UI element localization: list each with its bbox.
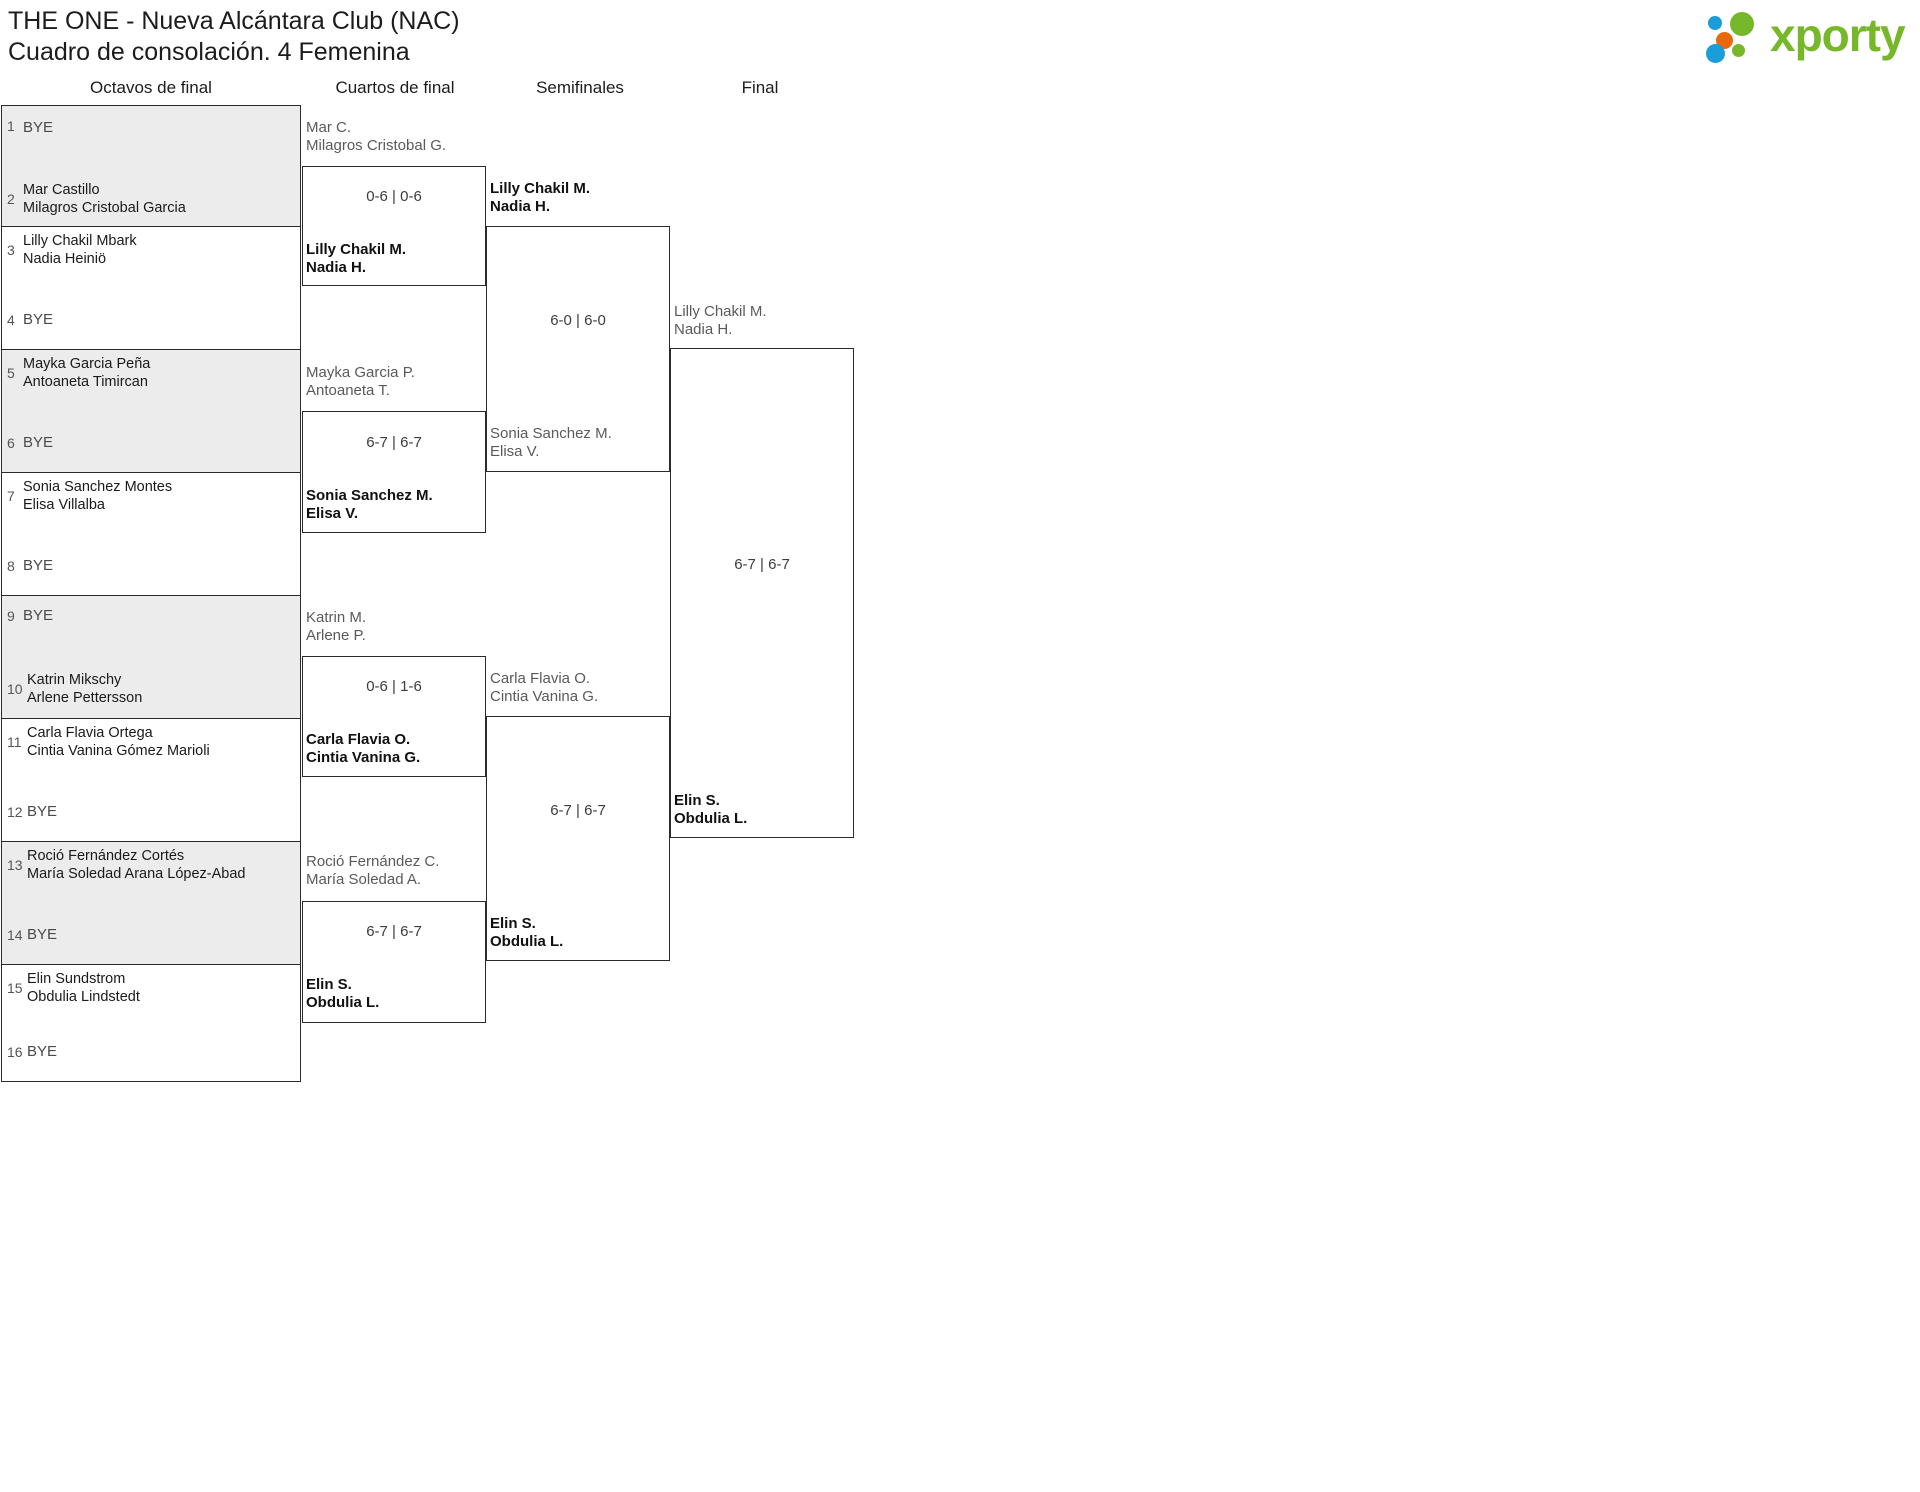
- r1-slot-seed-5[interactable]: 5 Mayka Garcia Peña Antoaneta Timircan: [2, 350, 302, 400]
- seed-number: 11: [7, 734, 22, 750]
- qf1-bottom-player[interactable]: Lilly Chakil M. Nadia H.: [306, 241, 407, 276]
- r1-slot-seed-8[interactable]: 8 BYE: [2, 546, 302, 596]
- round-1-column: 1 BYE 2 Mar Castillo Milagros Cristobal …: [1, 105, 301, 1082]
- player-names: Mar Castillo Milagros Cristobal Garcia: [23, 182, 186, 216]
- qf1-score: 0-6 | 0-6: [366, 188, 422, 205]
- player-names: Mayka Garcia Peña Antoaneta Timircan: [23, 356, 151, 390]
- r1-slot-seed-3[interactable]: 3 Lilly Chakil Mbark Nadia Heiniö: [2, 227, 302, 277]
- seed-number: 7: [7, 488, 15, 504]
- bye-label: BYE: [23, 557, 54, 574]
- title-line-2: Cuadro de consolación. 4 Femenina: [8, 38, 410, 66]
- qf2-bottom-player[interactable]: Sonia Sanchez M. Elisa V.: [306, 487, 433, 522]
- r1-match-6[interactable]: 11 Carla Flavia Ortega Cintia Vanina Góm…: [1, 719, 301, 842]
- player-names: Katrin Mikschy Arlene Pettersson: [27, 672, 143, 706]
- final-top-player[interactable]: Lilly Chakil M. Nadia H.: [674, 303, 767, 338]
- round-header-octavos: Octavos de final: [90, 78, 212, 97]
- seed-number: 12: [7, 804, 23, 820]
- r1-slot-seed-9[interactable]: 9 BYE: [2, 596, 302, 646]
- qf4-score: 6-7 | 6-7: [366, 923, 422, 940]
- bye-label: BYE: [27, 803, 58, 820]
- qf1-top-player[interactable]: Mar C. Milagros Cristobal G.: [306, 119, 447, 154]
- title-line-1: THE ONE - Nueva Alcántara Club (NAC): [8, 7, 460, 35]
- sf1-top-player[interactable]: Lilly Chakil M. Nadia H.: [490, 180, 591, 215]
- r1-slot-seed-11[interactable]: 11 Carla Flavia Ortega Cintia Vanina Góm…: [2, 719, 302, 769]
- logo-wordmark: xporty: [1770, 9, 1906, 61]
- qf3-score: 0-6 | 1-6: [366, 678, 422, 695]
- final-score: 6-7 | 6-7: [734, 556, 790, 573]
- bye-label: BYE: [23, 311, 54, 328]
- qf4-top-player[interactable]: Roció Fernández C. María Soledad A.: [306, 853, 440, 888]
- round-header-cuartos: Cuartos de final: [335, 78, 455, 97]
- bye-label: BYE: [27, 1043, 58, 1060]
- sf1-bottom-player[interactable]: Sonia Sanchez M. Elisa V.: [490, 425, 612, 460]
- qf3-match-box[interactable]: 0-6 | 1-6: [302, 656, 486, 777]
- r1-slot-seed-2[interactable]: 2 Mar Castillo Milagros Cristobal Garcia: [2, 176, 302, 226]
- r1-slot-seed-15[interactable]: 15 Elin Sundstrom Obdulia Lindstedt: [2, 965, 302, 1015]
- r1-match-4[interactable]: 7 Sonia Sanchez Montes Elisa Villalba 8 …: [1, 473, 301, 596]
- r1-match-3[interactable]: 5 Mayka Garcia Peña Antoaneta Timircan 6…: [1, 350, 301, 473]
- bye-label: BYE: [23, 434, 54, 451]
- r1-match-7[interactable]: 13 Roció Fernández Cortés María Soledad …: [1, 842, 301, 965]
- sf1-match-box[interactable]: 6-0 | 6-0: [486, 226, 670, 472]
- logo-dots-icon: [1706, 12, 1768, 63]
- seed-number: 10: [7, 681, 23, 697]
- r1-slot-seed-12[interactable]: 12 BYE: [2, 792, 302, 842]
- sf2-match-box[interactable]: 6-7 | 6-7: [486, 716, 670, 961]
- round-header-semis: Semifinales: [536, 78, 624, 97]
- qf1-match-box[interactable]: 0-6 | 0-6: [302, 166, 486, 286]
- seed-number: 1: [7, 118, 15, 134]
- qf2-score: 6-7 | 6-7: [366, 434, 422, 451]
- sf2-score: 6-7 | 6-7: [550, 802, 606, 819]
- seed-number: 2: [7, 191, 15, 207]
- qf4-bottom-player[interactable]: Elin S. Obdulia L.: [306, 976, 380, 1011]
- sf2-top-player[interactable]: Carla Flavia O. Cintia Vanina G.: [490, 670, 599, 705]
- seed-number: 5: [7, 365, 15, 381]
- r1-slot-seed-4[interactable]: 4 BYE: [2, 300, 302, 350]
- r1-slot-seed-6[interactable]: 6 BYE: [2, 423, 302, 473]
- r1-slot-seed-16[interactable]: 16 BYE: [2, 1032, 302, 1082]
- final-match-box[interactable]: 6-7 | 6-7: [670, 348, 854, 838]
- bye-label: BYE: [27, 926, 58, 943]
- seed-number: 14: [7, 927, 23, 943]
- r1-match-5[interactable]: 9 BYE 10 Katrin Mikschy Arlene Pettersso…: [1, 596, 301, 719]
- player-names: Elin Sundstrom Obdulia Lindstedt: [27, 971, 140, 1005]
- seed-number: 3: [7, 242, 15, 258]
- r1-slot-seed-7[interactable]: 7 Sonia Sanchez Montes Elisa Villalba: [2, 473, 302, 523]
- r1-slot-seed-14[interactable]: 14 BYE: [2, 915, 302, 965]
- bye-label: BYE: [23, 607, 54, 624]
- page-title: THE ONE - Nueva Alcántara Club (NAC) Cua…: [8, 6, 460, 68]
- qf3-top-player[interactable]: Katrin M. Arlene P.: [306, 609, 367, 644]
- xporty-logo[interactable]: xporty: [1706, 8, 1906, 66]
- bye-label: BYE: [23, 119, 54, 136]
- seed-number: 13: [7, 857, 23, 873]
- r1-match-2[interactable]: 3 Lilly Chakil Mbark Nadia Heiniö 4 BYE: [1, 227, 301, 350]
- seed-number: 6: [7, 435, 15, 451]
- final-bottom-player[interactable]: Elin S. Obdulia L.: [674, 792, 748, 827]
- seed-number: 15: [7, 980, 23, 996]
- player-names: Lilly Chakil Mbark Nadia Heiniö: [23, 233, 137, 267]
- seed-number: 8: [7, 558, 15, 574]
- qf2-top-player[interactable]: Mayka Garcia P. Antoaneta T.: [306, 364, 415, 399]
- r1-slot-seed-10[interactable]: 10 Katrin Mikschy Arlene Pettersson: [2, 666, 302, 716]
- player-names: Carla Flavia Ortega Cintia Vanina Gómez …: [27, 725, 210, 759]
- r1-match-1[interactable]: 1 BYE 2 Mar Castillo Milagros Cristobal …: [1, 105, 301, 227]
- player-names: Sonia Sanchez Montes Elisa Villalba: [23, 479, 173, 513]
- sf1-score: 6-0 | 6-0: [550, 312, 606, 329]
- player-names: Roció Fernández Cortés María Soledad Ara…: [27, 848, 246, 882]
- round-header-final: Final: [741, 78, 779, 97]
- r1-slot-seed-1[interactable]: 1 BYE: [2, 106, 302, 156]
- qf2-match-box[interactable]: 6-7 | 6-7: [302, 411, 486, 533]
- qf3-bottom-player[interactable]: Carla Flavia O. Cintia Vanina G.: [306, 731, 421, 766]
- sf2-bottom-player[interactable]: Elin S. Obdulia L.: [490, 915, 564, 950]
- seed-number: 16: [7, 1044, 23, 1060]
- r1-slot-seed-13[interactable]: 13 Roció Fernández Cortés María Soledad …: [2, 842, 302, 892]
- seed-number: 9: [7, 608, 15, 624]
- r1-match-8[interactable]: 15 Elin Sundstrom Obdulia Lindstedt 16 B…: [1, 965, 301, 1082]
- seed-number: 4: [7, 312, 15, 328]
- qf4-match-box[interactable]: 6-7 | 6-7: [302, 901, 486, 1023]
